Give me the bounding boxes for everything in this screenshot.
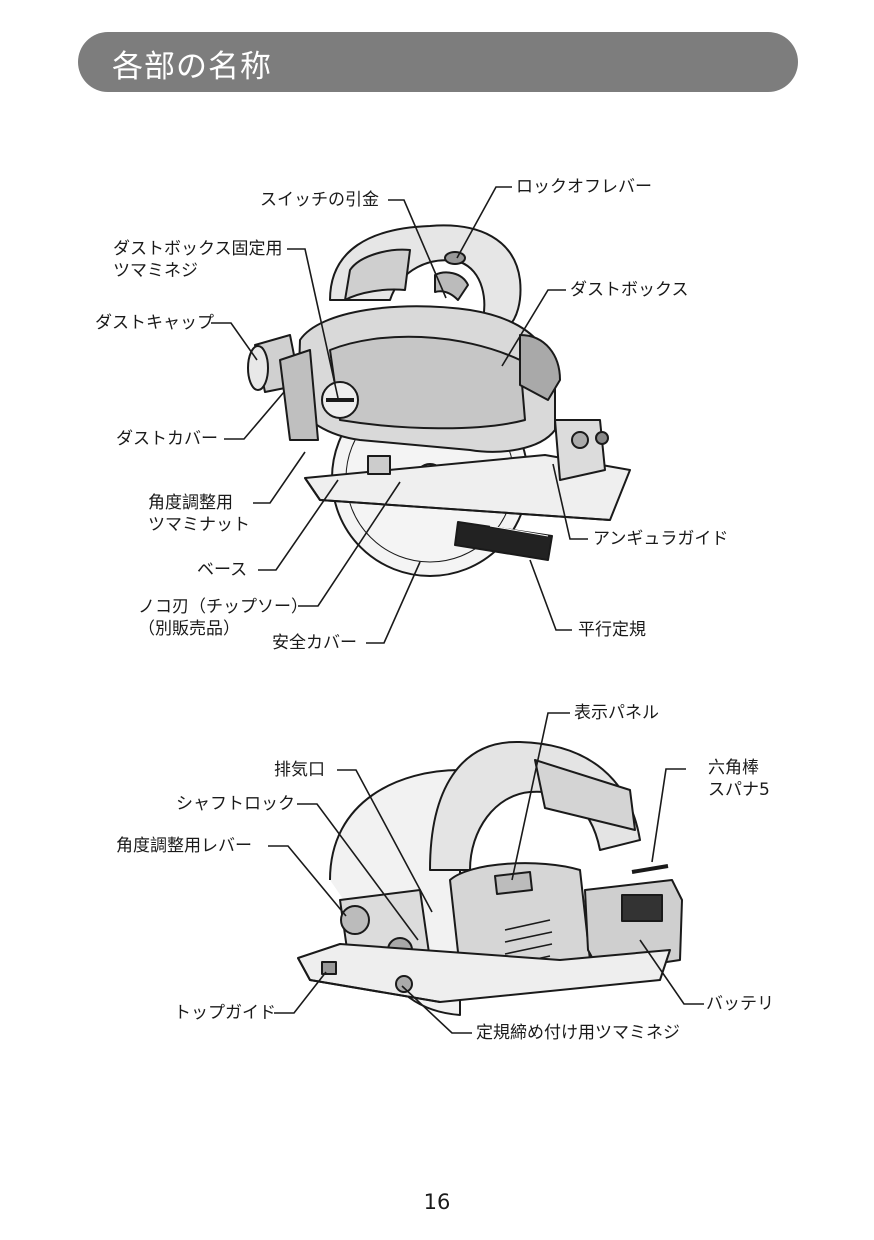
label-hex-wrench-line2: スパナ5 [708,780,770,800]
label-angle-knob-nut-line2: ツマミナット [148,515,250,535]
label-ruler-knob: 定規締め付け用ツマミネジ [476,1023,680,1043]
page-number: 16 [423,1190,451,1214]
label-saw-blade: ノコ刃（チップソー） （別販売品） [138,596,308,640]
label-hex-wrench-line1: 六角棒 [708,758,759,778]
label-dust-cap: ダストキャップ [95,313,214,333]
label-lock-off-lever: ロックオフレバー [516,177,652,197]
label-display-panel: 表示パネル [574,703,659,723]
label-angle-knob-nut-line1: 角度調整用 [148,493,233,513]
label-exhaust-port: 排気口 [274,760,325,780]
label-angular-guide: アンギュラガイド [593,529,729,549]
page-title: 各部の名称 [112,49,272,85]
label-safety-cover: 安全カバー [272,633,357,653]
label-shaft-lock: シャフトロック [176,794,295,814]
label-angle-lever: 角度調整用レバー [116,836,252,856]
label-dust-box: ダストボックス [570,280,689,300]
label-hex-wrench: 六角棒 スパナ5 [708,757,770,801]
label-parallel-ruler: 平行定規 [578,620,646,640]
label-switch-trigger: スイッチの引金 [260,190,379,210]
label-battery: バッテリ [706,994,774,1014]
label-dust-box-knob-line1: ダストボックス固定用 [113,239,283,259]
label-saw-blade-line2: （別販売品） [138,619,240,639]
label-top-guide: トップガイド [174,1003,276,1023]
label-base: ベース [197,560,248,580]
label-dust-cover: ダストカバー [116,429,218,449]
label-dust-box-knob: ダストボックス固定用 ツマミネジ [113,238,283,282]
label-saw-blade-line1: ノコ刃（チップソー） [138,597,308,617]
label-dust-box-knob-line2: ツマミネジ [113,261,198,281]
section-title-bar: 各部の名称 [78,32,798,92]
label-angle-knob-nut: 角度調整用 ツマミナット [148,492,250,536]
